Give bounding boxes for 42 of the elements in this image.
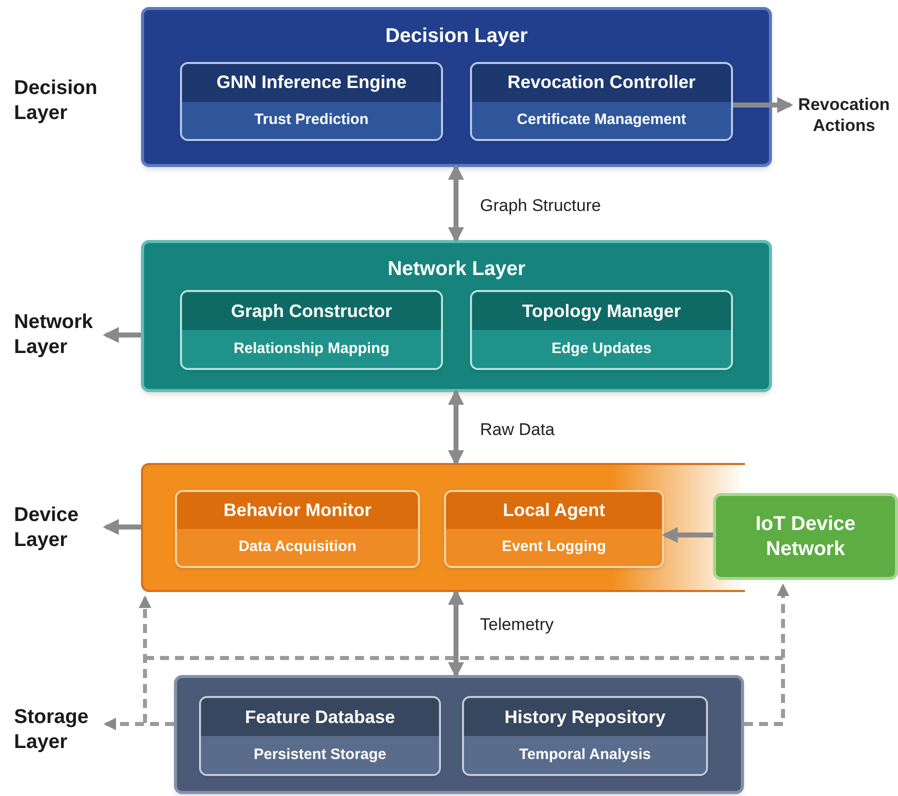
component-subtitle: Temporal Analysis <box>464 736 706 774</box>
component-subtitle: Certificate Management <box>472 102 731 139</box>
component-subtitle: Data Acquisition <box>177 529 418 566</box>
component-card <box>180 290 443 370</box>
component-title: Feature Database <box>201 698 439 736</box>
arrow <box>744 583 790 726</box>
arrow <box>102 519 141 535</box>
layer-panel <box>141 240 772 392</box>
panel-title: Decision Layer <box>384 24 529 49</box>
component-card <box>462 696 708 776</box>
layer-label: Revocation Actions <box>790 94 898 142</box>
layer-label: Network Layer <box>14 310 106 362</box>
layer-panel <box>141 463 745 592</box>
component-subtitle: Relationship Mapping <box>182 330 441 368</box>
component-subtitle: Persistent Storage <box>201 736 439 774</box>
component-title: GNN Inference Engine <box>182 64 441 102</box>
layer-label: Storage Layer <box>14 705 106 757</box>
component-subtitle: Event Logging <box>446 529 662 566</box>
arrow <box>733 97 794 113</box>
arrow <box>138 595 174 726</box>
component-title: History Repository <box>464 698 706 736</box>
component-title: Behavior Monitor <box>177 492 418 529</box>
layer-panel <box>141 7 772 167</box>
component-title: Local Agent <box>446 492 662 529</box>
network-box: IoT Device Network <box>713 493 898 580</box>
component-card <box>199 696 441 776</box>
component-subtitle: Edge Updates <box>472 330 731 368</box>
component-card <box>444 490 664 568</box>
arrow <box>662 527 713 543</box>
arrow <box>102 327 141 343</box>
component-card <box>470 290 733 370</box>
component-card <box>180 62 443 141</box>
layer-panel <box>174 675 744 794</box>
component-subtitle: Trust Prediction <box>182 102 441 139</box>
panel-title: Network Layer <box>386 257 526 282</box>
layer-label: Device Layer <box>14 503 106 555</box>
component-card <box>470 62 733 141</box>
component-title: Graph Constructor <box>182 292 441 330</box>
component-title: Revocation Controller <box>472 64 731 102</box>
layer-label: Decision Layer <box>14 76 98 126</box>
component-card <box>175 490 420 568</box>
component-title: Topology Manager <box>472 292 731 330</box>
